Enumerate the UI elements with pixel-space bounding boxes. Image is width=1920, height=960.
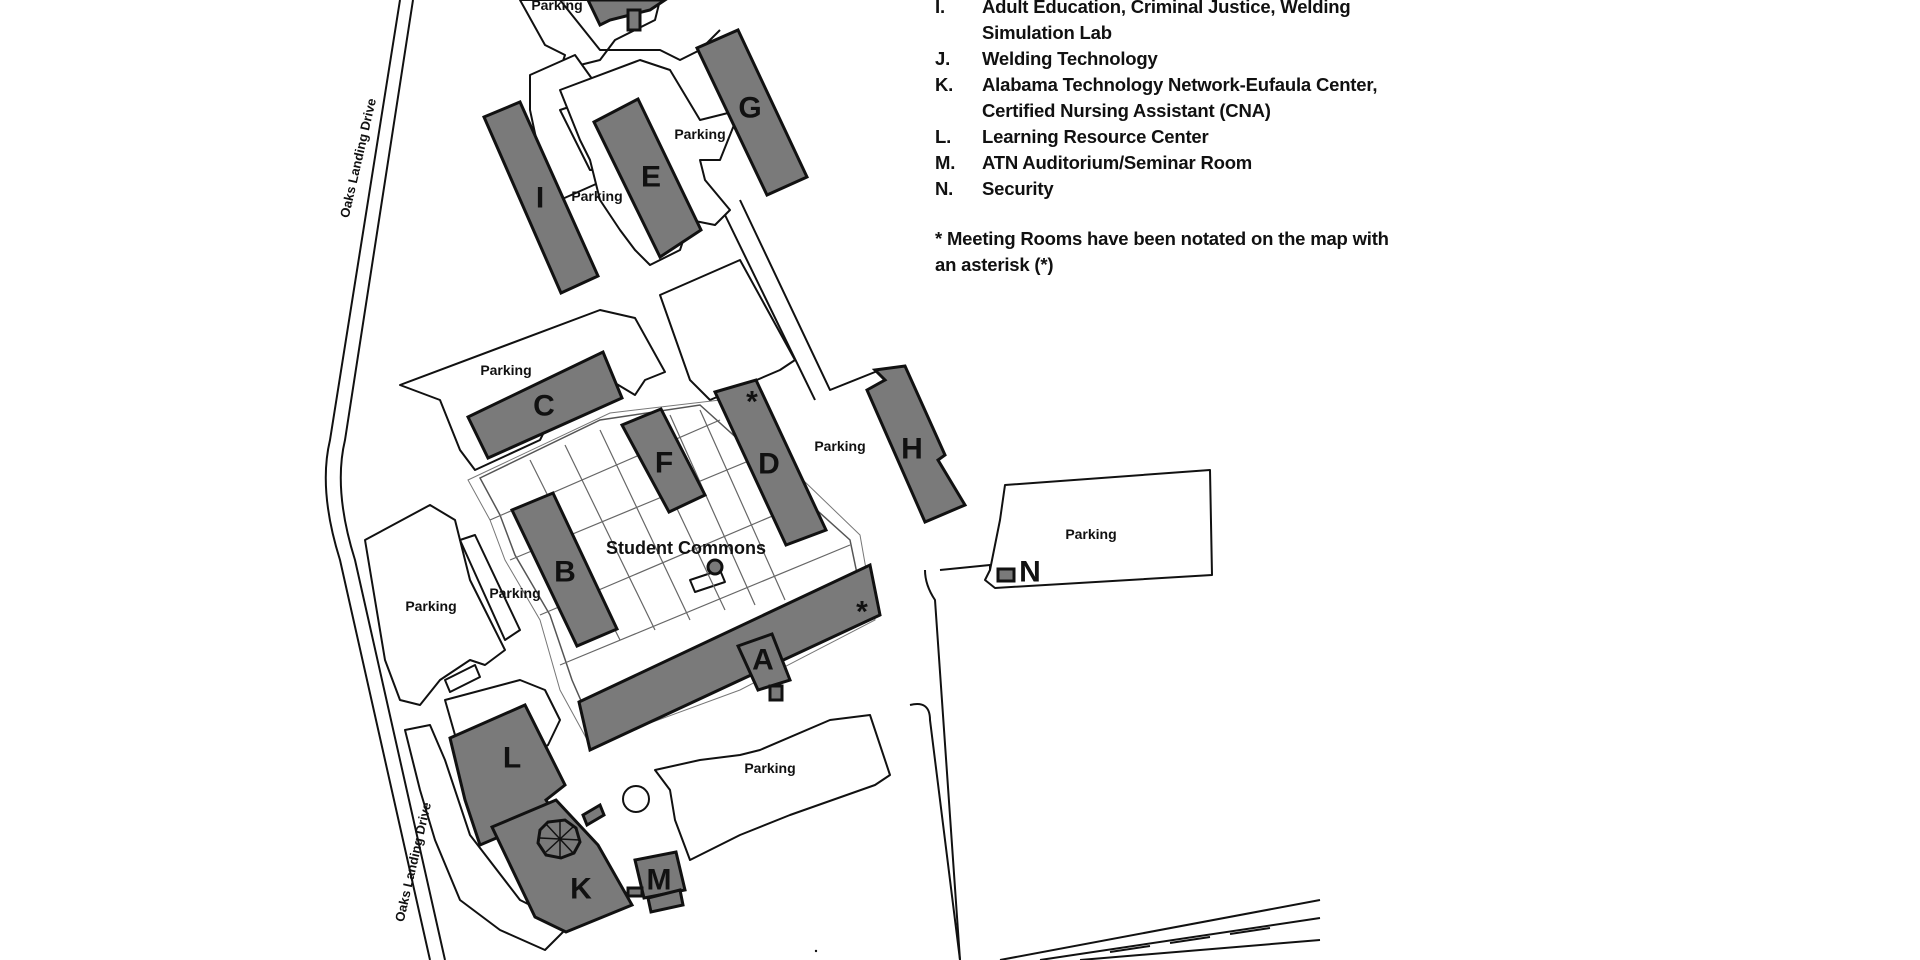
legend-key: K.: [935, 74, 954, 95]
asterisk-building-d: *: [746, 386, 758, 419]
legend-text: Welding Technology: [982, 48, 1158, 69]
building-f: [619, 407, 708, 514]
legend-text: Adult Education, Criminal Justice, Weldi…: [982, 0, 1351, 43]
parking-label-i-e: Parking: [571, 188, 622, 204]
building-a-entry: [735, 632, 792, 692]
legend-item-m: M. ATN Auditorium/Seminar Room: [935, 150, 1395, 176]
legend-text: Alabama Technology Network-Eufaula Cente…: [982, 74, 1378, 121]
label-building-d: D: [758, 448, 780, 481]
label-building-i: I: [536, 182, 544, 215]
label-building-n: N: [1019, 556, 1041, 589]
building-n: [996, 567, 1016, 583]
building-k-m-connector: [626, 886, 644, 898]
label-building-c: C: [533, 390, 555, 423]
building-m: [633, 850, 687, 900]
label-building-a: A: [752, 644, 774, 677]
building-labels: A B C D E F G H I K L M N: [503, 92, 1041, 906]
parking-label-d-h: Parking: [814, 438, 865, 454]
building-k-l-connector: [581, 802, 606, 828]
label-building-k: K: [570, 873, 592, 906]
building-m-annex: [646, 888, 685, 914]
oaks-landing-drive-road: [324, 0, 431, 960]
parking-labels: Parking Parking Parking Parking Parking …: [405, 0, 1116, 776]
building-a-stem: [768, 684, 784, 702]
parking-label-e-g: Parking: [674, 126, 725, 142]
building-b: [509, 491, 620, 648]
label-building-m: M: [647, 864, 672, 897]
legend-item-l: L. Learning Resource Center: [935, 124, 1395, 150]
parking-label-b: Parking: [489, 585, 540, 601]
legend-text: Learning Resource Center: [982, 126, 1209, 147]
oaks-landing-drive-road-inner: [339, 0, 446, 960]
label-building-h: H: [901, 433, 923, 466]
student-commons-marker-icon: [706, 558, 724, 576]
legend-key: M.: [935, 152, 956, 173]
parking-label-east: Parking: [1065, 526, 1116, 542]
map-legend: I. Adult Education, Criminal Justice, We…: [935, 0, 1395, 278]
rotunda-spokes-icon: [539, 820, 581, 858]
building-j-stem: [626, 8, 642, 32]
map-dot: [814, 949, 818, 953]
legend-item-j: J. Welding Technology: [935, 46, 1395, 72]
asterisk-building-a: *: [856, 596, 868, 629]
label-building-f: F: [655, 447, 673, 480]
label-building-b: B: [554, 556, 576, 589]
label-building-l: L: [503, 742, 521, 775]
building-i: [482, 100, 600, 296]
building-d: [712, 378, 829, 547]
building-g: [694, 28, 810, 197]
n-parking-lot: [984, 469, 1213, 589]
building-c: [465, 349, 624, 460]
legend-key: N.: [935, 178, 954, 199]
legend-text: ATN Auditorium/Seminar Room: [982, 152, 1253, 173]
legend-meeting-room-note: * Meeting Rooms have been notated on the…: [935, 228, 1389, 275]
building-a: [577, 562, 882, 753]
buildings: [448, 0, 1016, 934]
road-label-north: Oaks Landing Drive: [337, 97, 379, 219]
legend-item-k: K. Alabama Technology Network-Eufaula Ce…: [935, 72, 1395, 124]
building-e: [592, 96, 703, 260]
parking-label-west: Parking: [405, 598, 456, 614]
label-building-e: E: [641, 161, 661, 194]
legend-text: Security: [982, 178, 1054, 199]
legend-item-n: N. Security: [935, 176, 1395, 202]
legend-key: L.: [935, 126, 952, 147]
parking-label-south: Parking: [744, 760, 795, 776]
meeting-room-marks: * *: [746, 386, 868, 629]
building-k: [489, 798, 635, 934]
parking-label-north: Parking: [531, 0, 582, 13]
student-commons-label: Student Commons: [606, 538, 766, 558]
building-h: [865, 364, 968, 524]
legend-item-i: I. Adult Education, Criminal Justice, We…: [935, 0, 1395, 46]
legend-key: J.: [935, 48, 951, 69]
parking-label-c: Parking: [480, 362, 531, 378]
legend-key: I.: [935, 0, 945, 17]
label-building-g: G: [738, 92, 761, 125]
